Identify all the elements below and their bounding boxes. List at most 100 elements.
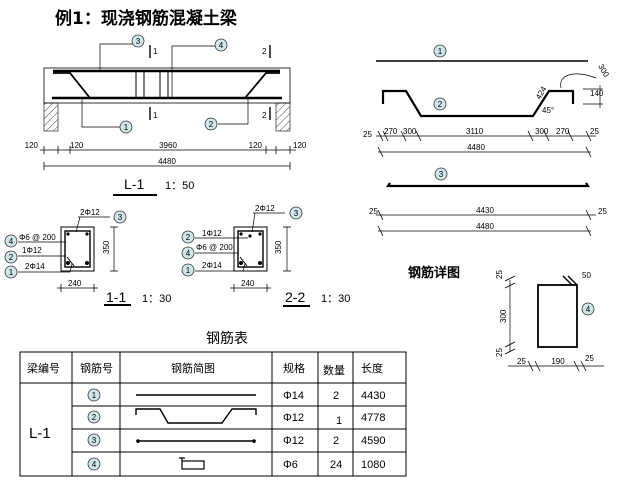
table-row: 3: [87, 433, 101, 447]
row3-spec: Φ12: [283, 435, 304, 447]
elev-dim-total: 4480: [158, 157, 176, 166]
s22-top-bar: 2Φ12: [255, 204, 275, 213]
row2-spec: Φ12: [283, 412, 304, 424]
row4-len: 1080: [361, 459, 385, 471]
s22-outline: [233, 226, 268, 272]
th-sketch: 钢筋简图: [171, 361, 215, 375]
bar2-dim-3: 3110: [466, 127, 484, 136]
rebar-table: 钢筋表 梁编号 钢筋号 钢筋简图 规格 数量 长度 L-1 1 Φ14 2 44…: [19, 330, 407, 477]
row1-spec: Φ14: [283, 390, 304, 402]
svg-text:3: 3: [439, 170, 444, 179]
svg-text:2: 2: [186, 233, 191, 242]
bar2-hook: 300: [596, 63, 611, 80]
svg-text:3: 3: [136, 37, 141, 46]
bar4-top: 25: [495, 270, 504, 279]
elev-dim-l1: 120: [25, 141, 39, 150]
detail-callout-3: 3: [434, 167, 448, 181]
svg-text:4: 4: [586, 305, 591, 314]
s11-height: 350: [102, 240, 111, 254]
s11-outline: [60, 226, 95, 272]
th-spec: 规格: [283, 361, 305, 375]
elevation-scale: 1：50: [165, 180, 194, 192]
section-mark-2-bottom: 2: [262, 111, 267, 120]
svg-text:1: 1: [9, 268, 14, 277]
bar3-right: 25: [598, 207, 607, 216]
s11-caption: 1-1: [106, 289, 126, 305]
s22-callout-2: 2: [181, 230, 195, 244]
detail-callout-2: 2: [433, 97, 447, 111]
s11-stirrup: [64, 230, 91, 268]
svg-text:4: 4: [186, 249, 191, 258]
s11-callout-1: 1: [4, 265, 18, 279]
section-1-1: 2Φ12 3 4 2 1 Φ6 @ 200 1Φ12 2Φ14 350 240 …: [4, 208, 171, 306]
svg-text:4: 4: [9, 237, 14, 246]
bar2-diag: 424: [534, 84, 549, 101]
svg-text:3: 3: [294, 209, 299, 218]
th-beam-no: 梁编号: [27, 361, 60, 375]
row4-spec: Φ6: [283, 459, 298, 471]
table-row: 2: [87, 410, 101, 424]
bar3-inner: 4430: [476, 206, 494, 215]
s11-width: 240: [68, 279, 82, 288]
svg-text:4: 4: [92, 460, 97, 469]
bar2-dim-4: 300: [535, 127, 549, 136]
elev-callout-1: 1: [119, 120, 133, 134]
rebar-details: 1 2 424 45° 140 300 25 270 300 3110 300 …: [363, 44, 611, 372]
detail-callout-4: 4: [581, 302, 595, 316]
elev-dim-l2: 120: [70, 141, 84, 150]
bent-bar-line: [53, 72, 280, 99]
s11-callout-3: 3: [113, 210, 127, 224]
svg-text:2: 2: [209, 120, 214, 129]
row1-len: 4430: [361, 390, 385, 402]
section-mark-2-top: 2: [262, 47, 267, 56]
left-support: [43, 102, 59, 132]
elevation-caption: L-1: [124, 176, 144, 192]
row3-qty: 2: [333, 435, 339, 447]
rebar-details-heading: 钢筋详图: [408, 265, 460, 281]
bar2-dim-6: 25: [590, 127, 599, 136]
svg-text:1: 1: [438, 47, 443, 56]
bar2-total: 4480: [467, 143, 485, 152]
s22-height: 350: [274, 240, 283, 254]
elev-dim-mid: 3960: [159, 141, 177, 150]
svg-text:1: 1: [124, 123, 129, 132]
elev-callout-2: 2: [204, 117, 218, 131]
s22-callout-1: 1: [181, 263, 195, 277]
bar4-hook: 50: [582, 271, 591, 280]
table-beam-id: L-1: [29, 425, 51, 442]
s11-waist: 1Φ12: [22, 246, 42, 255]
beam-outline: [43, 67, 291, 104]
s22-callout-4: 4: [181, 246, 195, 260]
bar4-right: 25: [585, 354, 594, 363]
s22-stirrup: [237, 230, 264, 268]
svg-text:3: 3: [92, 436, 97, 445]
elev-dim-r1: 120: [249, 141, 263, 150]
svg-text:4: 4: [219, 41, 224, 50]
s22-stirrup-label: Φ6 @ 200: [196, 243, 233, 252]
section-mark-1-top: 1: [153, 47, 158, 56]
bar4-bottom-left: 25: [495, 348, 504, 357]
s22-bottom: 2Φ14: [202, 261, 222, 270]
bar3-total: 4480: [476, 222, 494, 231]
bar2-dim-2: 300: [403, 127, 417, 136]
table-row: 4: [87, 457, 101, 471]
s11-bottom: 2Φ14: [25, 262, 45, 271]
bar2-dim-5: 270: [556, 127, 570, 136]
table-row: 1: [87, 388, 101, 402]
beam-elevation: 1 1 2 2 3 4 1 2 120 120 3960 120 120 448…: [25, 34, 307, 196]
bar2-height: 140: [590, 89, 604, 98]
section-mark-1-bottom: 1: [153, 111, 158, 120]
svg-text:1: 1: [92, 391, 97, 400]
bar4-side: 300: [499, 309, 508, 323]
row2-len: 4778: [361, 412, 385, 424]
svg-text:3: 3: [118, 213, 123, 222]
svg-text:2: 2: [92, 413, 97, 422]
page-title: 例1：现浇钢筋混凝土梁: [55, 8, 238, 29]
bar2-dim-1: 270: [384, 127, 398, 136]
stirrups-elev: [135, 72, 169, 98]
svg-text:2: 2: [438, 100, 443, 109]
detail-bar-3: [385, 182, 591, 188]
svg-text:1: 1: [186, 266, 191, 275]
elev-callout-4: 4: [214, 38, 228, 52]
